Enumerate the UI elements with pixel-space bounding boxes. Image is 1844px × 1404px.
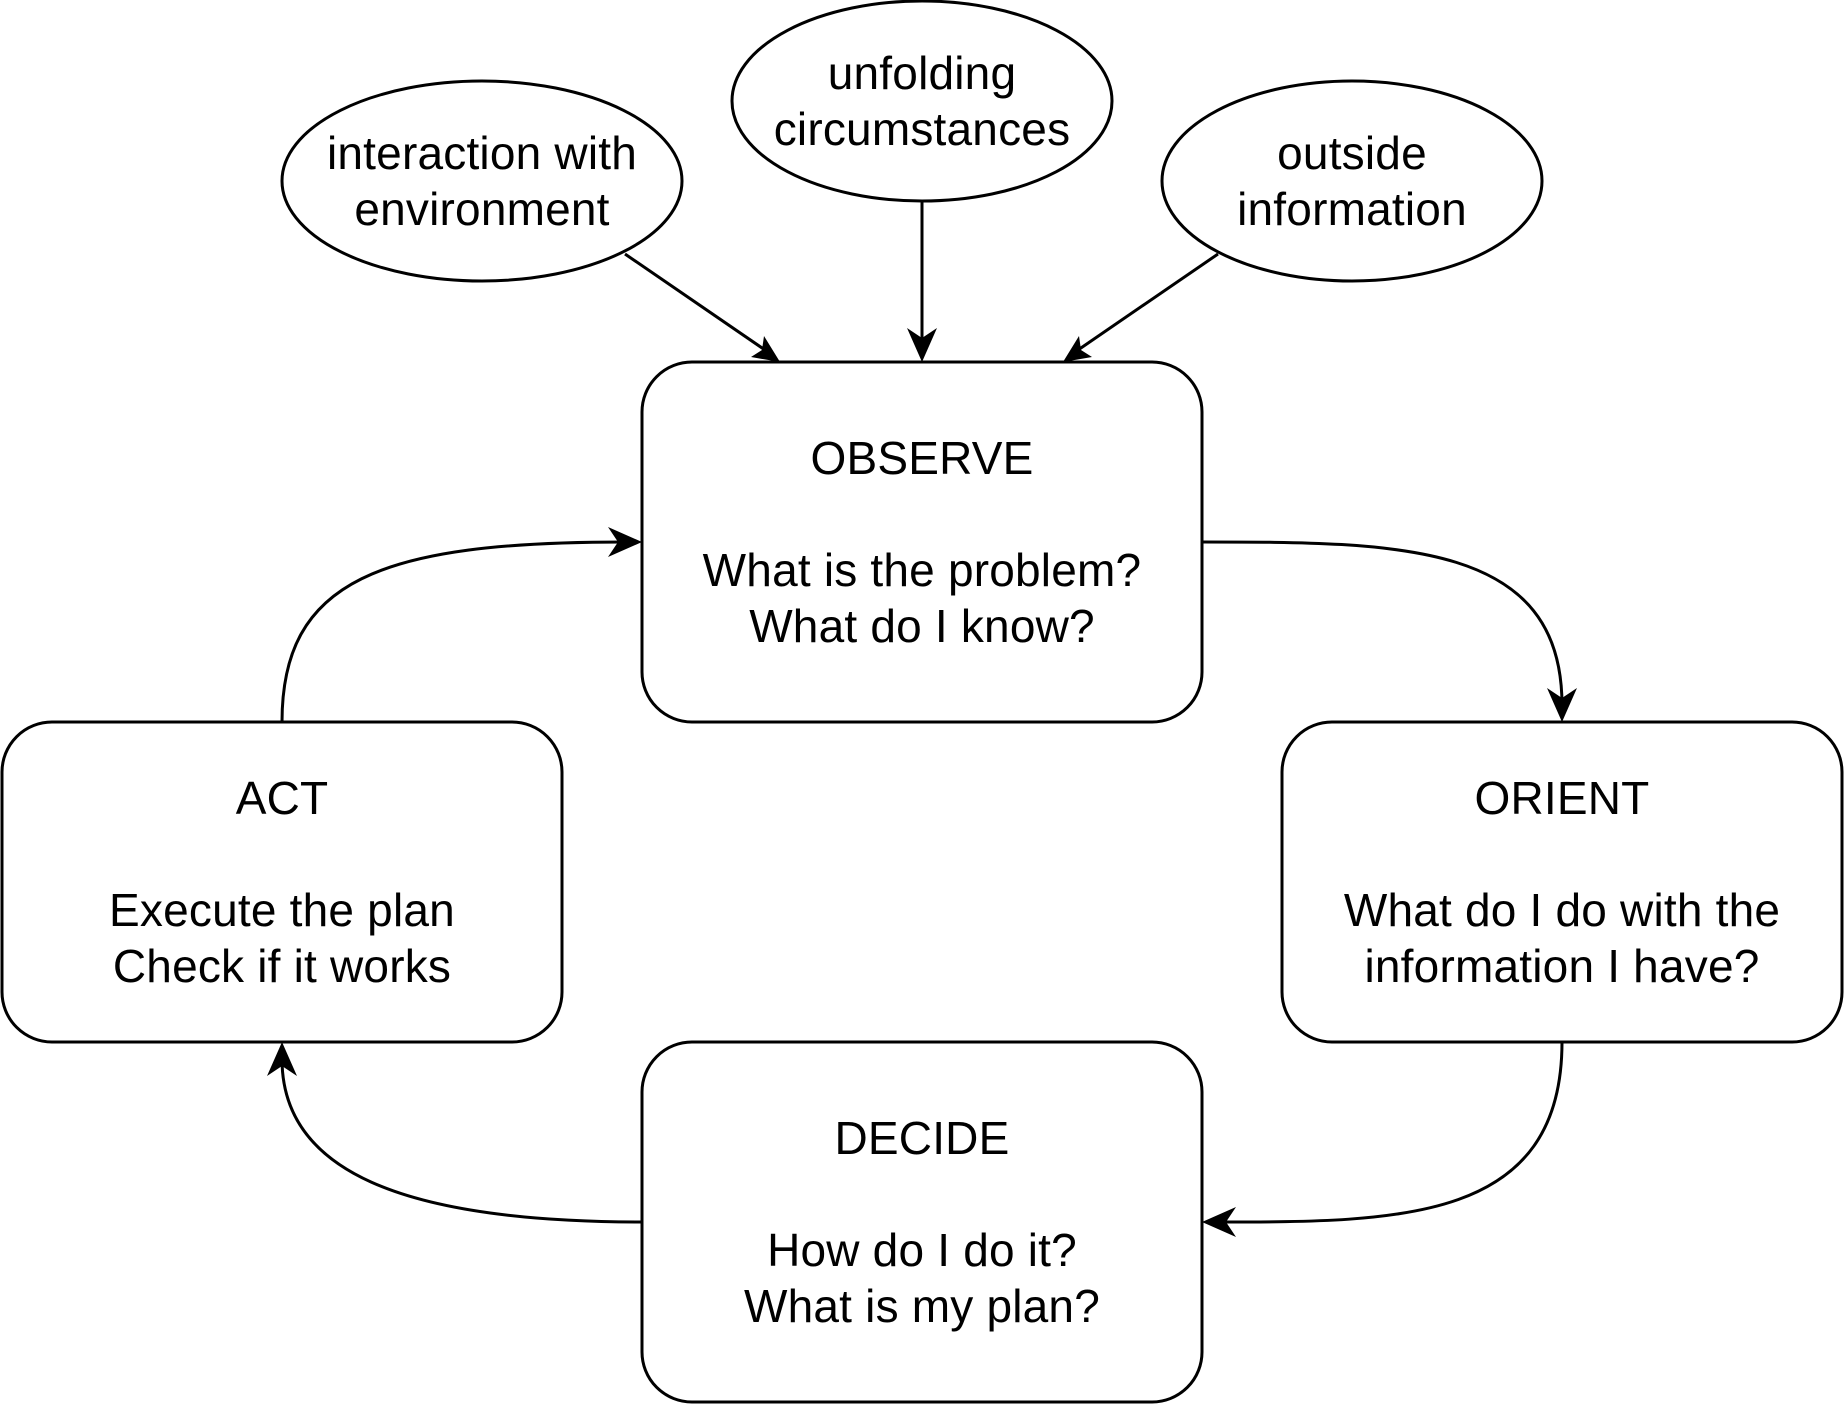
step-text-observe-line-2: What do I know? xyxy=(749,600,1095,652)
input-label-circumstances: unfolding circumstances xyxy=(732,41,1112,161)
step-title-orient: ORIENT xyxy=(1474,772,1650,824)
input-label-information-line-2: information xyxy=(1237,183,1467,235)
arrowhead-information-to-observe xyxy=(1063,336,1092,362)
step-text-decide-line-2: What is my plan? xyxy=(744,1280,1100,1332)
input-label-information: outside information xyxy=(1162,121,1542,241)
step-text-orient-line-1: What do I do with the xyxy=(1343,884,1781,936)
input-label-environment-line-2: environment xyxy=(354,183,610,235)
input-label-environment-line-1: interaction with xyxy=(326,127,638,179)
edge-act-to-observe xyxy=(280,540,626,723)
step-label-decide: DECIDE How do I do it? What is my plan? xyxy=(642,1110,1202,1350)
input-node-environment xyxy=(280,79,684,283)
edge-observe-to-orient xyxy=(1201,540,1564,706)
step-text-act-line-1: Execute the plan xyxy=(109,884,455,936)
step-text-observe-line-1: What is the problem? xyxy=(702,544,1142,596)
arrowhead-environment-to-observe xyxy=(751,336,780,362)
edge-decide-to-act xyxy=(280,1058,643,1224)
input-label-circumstances-line-2: circumstances xyxy=(773,103,1071,155)
input-label-environment: interaction with environment xyxy=(282,121,682,241)
step-title-act: ACT xyxy=(235,772,329,824)
step-title-observe: OBSERVE xyxy=(810,432,1034,484)
step-text-act-line-2: Check if it works xyxy=(112,940,452,992)
edge-information-to-observe xyxy=(1077,252,1219,352)
edge-environment-to-observe xyxy=(624,252,766,352)
step-label-orient: ORIENT What do I do with the information… xyxy=(1282,770,1842,1010)
step-title-decide: DECIDE xyxy=(834,1112,1010,1164)
arrowhead-orient-to-decide xyxy=(1202,1207,1236,1237)
step-label-observe: OBSERVE What is the problem? What do I k… xyxy=(642,430,1202,670)
edge-orient-to-decide xyxy=(1218,1041,1564,1224)
arrowhead-observe-to-orient xyxy=(1547,688,1577,722)
step-label-act: ACT Execute the plan Check if it works xyxy=(2,770,562,1010)
arrowhead-circumstances-to-observe xyxy=(907,328,937,362)
step-text-decide-line-1: How do I do it? xyxy=(767,1224,1077,1276)
input-label-circumstances-line-1: unfolding xyxy=(827,47,1017,99)
input-label-information-line-1: outside xyxy=(1277,127,1427,179)
arrowhead-act-to-observe xyxy=(608,527,642,557)
arrowhead-decide-to-act xyxy=(267,1042,297,1076)
input-node-information xyxy=(1160,79,1544,283)
step-text-orient-line-2: information I have? xyxy=(1364,940,1760,992)
